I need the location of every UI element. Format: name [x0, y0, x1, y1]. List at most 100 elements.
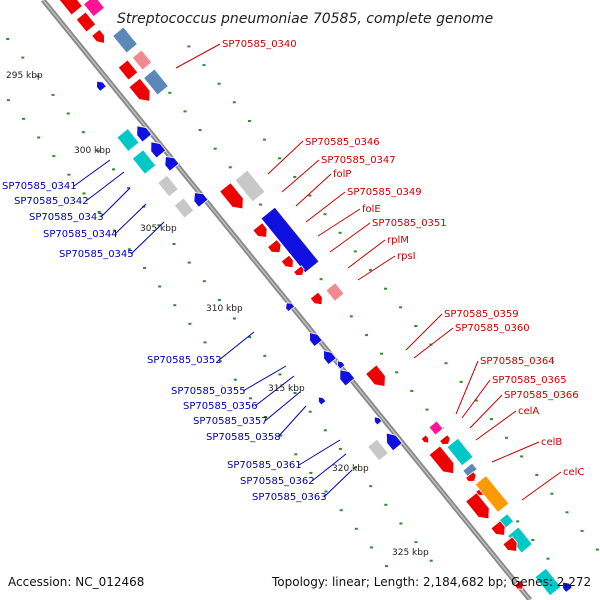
guide-dot: [323, 213, 327, 216]
cds-arrow[interactable]: [285, 302, 296, 313]
cds-arrow[interactable]: [502, 536, 518, 552]
cds-feature[interactable]: [260, 206, 320, 274]
cds-arrow[interactable]: [219, 182, 244, 210]
cds-arrow[interactable]: [96, 80, 107, 92]
guide-dot: [52, 155, 56, 158]
cds-feature[interactable]: [143, 68, 169, 96]
cds-arrow[interactable]: [465, 492, 490, 520]
cds-arrow[interactable]: [136, 125, 153, 143]
guide-dot: [308, 194, 312, 197]
gene-label-sp70585-0357[interactable]: SP70585_0357: [193, 416, 268, 427]
gene-label-sp70585-0340[interactable]: SP70585_0340: [222, 39, 297, 50]
cds-arrow[interactable]: [490, 520, 506, 536]
tick-295: 295 kbp: [6, 71, 43, 81]
gene-label-folP[interactable]: folP: [333, 169, 351, 180]
cds-feature[interactable]: [474, 475, 510, 513]
cds-feature[interactable]: [157, 174, 179, 198]
cds-arrow[interactable]: [323, 350, 337, 366]
cds-arrow[interactable]: [280, 254, 294, 269]
gene-label-sp70585-0344[interactable]: SP70585_0344: [43, 229, 118, 240]
tick-320: 320 kbp: [332, 464, 369, 474]
cds-feature[interactable]: [534, 567, 562, 597]
gene-label-sp70585-0343[interactable]: SP70585_0343: [29, 212, 104, 223]
gene-label-sp70585-0362[interactable]: SP70585_0362: [240, 476, 315, 487]
guide-dot: [505, 436, 508, 439]
cds-feature[interactable]: [325, 282, 345, 302]
cds-arrow[interactable]: [562, 581, 573, 593]
cds-feature[interactable]: [446, 437, 474, 467]
gene-label-sp70585-0365[interactable]: SP70585_0365: [492, 375, 567, 386]
gene-label-sp70585-0349[interactable]: SP70585_0349: [347, 187, 422, 198]
cds-feature[interactable]: [58, 0, 83, 16]
cds-feature[interactable]: [112, 26, 138, 54]
gene-label-sp70585-0366[interactable]: SP70585_0366: [504, 390, 579, 401]
cds-feature[interactable]: [82, 0, 106, 18]
guide-dot: [349, 315, 353, 318]
gene-label-sp70585-0351[interactable]: SP70585_0351: [372, 218, 447, 229]
cds-feature[interactable]: [428, 420, 444, 436]
cds-arrow[interactable]: [365, 364, 386, 387]
cds-arrow[interactable]: [193, 192, 209, 208]
cds-arrow[interactable]: [128, 77, 151, 102]
cds-feature[interactable]: [116, 128, 140, 152]
label-leader-lines: [73, 43, 562, 501]
cds-feature[interactable]: [234, 169, 266, 203]
cds-feature[interactable]: [462, 462, 478, 478]
cds-feature[interactable]: [117, 59, 139, 81]
cds-arrow[interactable]: [293, 265, 305, 276]
cds-arrow[interactable]: [439, 434, 451, 445]
gene-label-sp70585-0356[interactable]: SP70585_0356: [183, 401, 258, 412]
label-leader-line: [114, 203, 147, 235]
cds-arrow[interactable]: [164, 156, 180, 172]
gene-label-celA[interactable]: celA: [518, 406, 539, 417]
label-leader-line: [323, 469, 353, 498]
cds-feature[interactable]: [75, 11, 97, 33]
guide-dot: [112, 168, 115, 171]
gene-label-celB[interactable]: celB: [541, 437, 562, 448]
gene-label-sp70585-0346[interactable]: SP70585_0346: [305, 137, 380, 148]
cds-feature[interactable]: [367, 438, 389, 462]
cds-arrow[interactable]: [513, 579, 524, 590]
cds-feature[interactable]: [131, 149, 157, 175]
cds-arrow[interactable]: [339, 369, 356, 387]
cds-arrow[interactable]: [309, 332, 323, 348]
gene-label-sp70585-0341[interactable]: SP70585_0341: [2, 181, 77, 192]
guide-dot: [385, 565, 388, 568]
gene-label-sp70585-0352[interactable]: SP70585_0352: [147, 355, 222, 366]
cds-arrow[interactable]: [309, 291, 323, 306]
gene-label-sp70585-0355[interactable]: SP70585_0355: [171, 386, 246, 397]
gene-label-sp70585-0358[interactable]: SP70585_0358: [206, 432, 281, 443]
gene-label-sp70585-0364[interactable]: SP70585_0364: [480, 356, 555, 367]
cds-arrow[interactable]: [465, 471, 477, 482]
gene-label-sp70585-0359[interactable]: SP70585_0359: [444, 309, 519, 320]
guide-dot: [293, 392, 297, 394]
guide-dot: [324, 490, 328, 493]
gene-label-sp70585-0361[interactable]: SP70585_0361: [227, 460, 302, 471]
gene-label-sp70585-0345[interactable]: SP70585_0345: [59, 249, 134, 260]
cds-arrow[interactable]: [428, 445, 455, 475]
guide-dot: [22, 117, 25, 120]
guide-dot: [202, 280, 206, 283]
gene-label-sp70585-0342[interactable]: SP70585_0342: [14, 196, 89, 207]
cds-arrow[interactable]: [267, 239, 282, 254]
gene-label-sp70585-0347[interactable]: SP70585_0347: [321, 155, 396, 166]
cds-arrow[interactable]: [150, 141, 167, 159]
cds-arrow[interactable]: [252, 222, 268, 238]
gene-label-sp70585-0360[interactable]: SP70585_0360: [455, 323, 530, 334]
gene-label-rpsI[interactable]: rpsI: [397, 251, 416, 262]
cds-arrow[interactable]: [91, 28, 105, 44]
cds-feature[interactable]: [131, 49, 153, 71]
gene-label-rplM[interactable]: rplM: [387, 235, 409, 246]
accession-text: Accession: NC_012468: [8, 575, 144, 589]
cds-arrow[interactable]: [336, 360, 346, 370]
cds-arrow[interactable]: [385, 432, 403, 452]
cds-arrow[interactable]: [420, 434, 430, 444]
cds-arrow[interactable]: [317, 396, 327, 406]
cds-arrow[interactable]: [373, 416, 383, 426]
guide-dot: [232, 101, 236, 104]
cds-feature[interactable]: [173, 197, 195, 219]
gene-label-folE[interactable]: folE: [362, 204, 381, 215]
gene-label-celC[interactable]: celC: [563, 467, 584, 478]
gene-label-sp70585-0363[interactable]: SP70585_0363: [252, 492, 327, 503]
